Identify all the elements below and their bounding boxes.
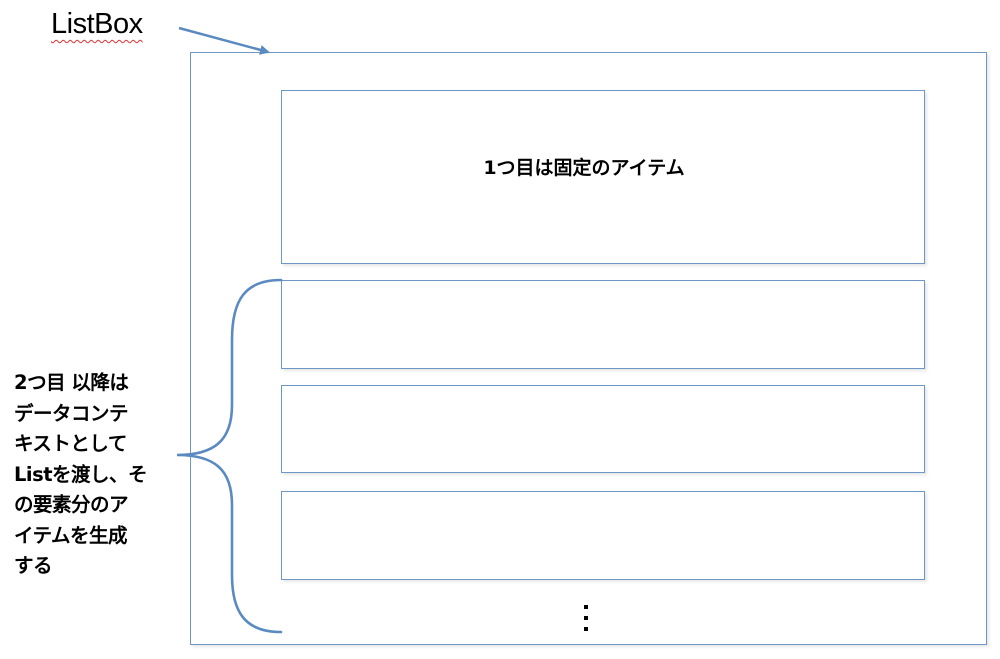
ellipsis-dot	[584, 616, 588, 620]
ellipsis-dot	[584, 605, 588, 609]
fixed-item-label: 1つ目は固定のアイテム	[483, 156, 685, 179]
note-line: データコンテ	[14, 401, 129, 425]
generated-list-item-2	[281, 385, 925, 473]
note-line: キストとして	[14, 432, 127, 455]
note-line: Listを渡し、そ	[14, 462, 148, 486]
generated-list-item-3	[281, 491, 925, 580]
generated-list-item-1	[281, 280, 925, 369]
annotation-note: 2つ目 以降は データコンテ キストとして Listを渡し、そ の要素分のア イ…	[14, 368, 184, 582]
note-line: 2つ目 以降は	[14, 371, 129, 394]
vertical-ellipsis-icon	[584, 605, 590, 631]
note-line: の要素分のア	[14, 493, 129, 516]
note-line: する	[14, 554, 53, 577]
listbox-title-label: ListBox	[51, 8, 143, 40]
pointer-arrow-icon	[178, 26, 270, 55]
note-line: イテムを生成	[14, 523, 128, 547]
fixed-list-item: 1つ目は固定のアイテム	[281, 90, 925, 264]
ellipsis-dot	[584, 627, 588, 631]
